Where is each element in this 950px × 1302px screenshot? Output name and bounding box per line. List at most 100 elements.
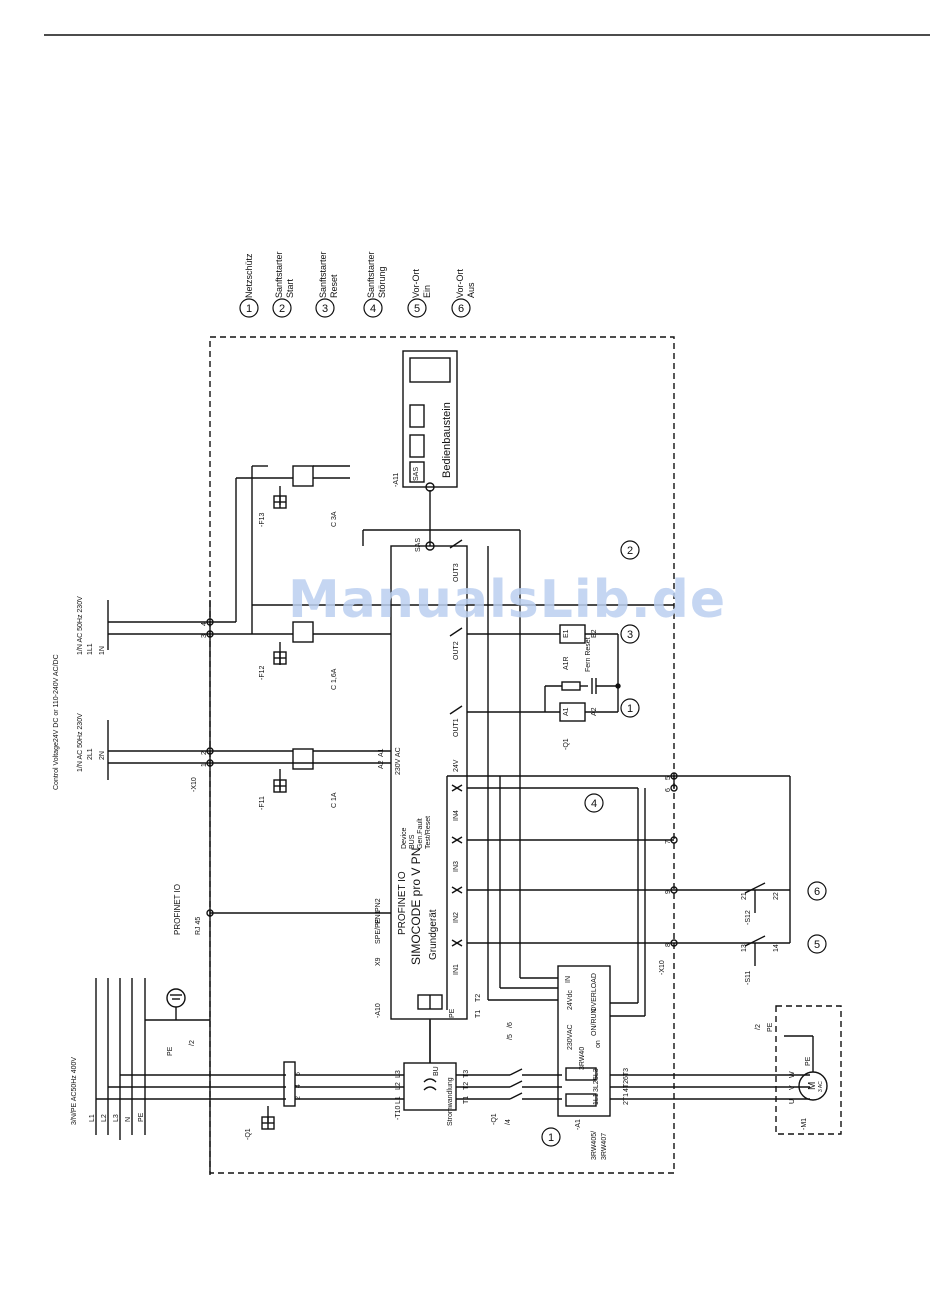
- q1-power-label: -Q1: [491, 1113, 498, 1125]
- phase-label: L3: [113, 1114, 120, 1122]
- x10b-label: -X10: [659, 960, 666, 975]
- out-label: OUT2: [453, 641, 460, 660]
- a1-label: A1: [378, 748, 385, 757]
- legend-text: Störung: [377, 266, 387, 298]
- softstarter-type: 3RW405/: [591, 1131, 598, 1160]
- s12-label: -S12: [745, 910, 752, 925]
- a10-label: -A10: [375, 1003, 382, 1018]
- marker-circle-2: [620, 540, 640, 560]
- marker-num: 3: [627, 629, 633, 641]
- phase-label: N: [125, 1117, 132, 1122]
- input-diode-group: [451, 784, 463, 947]
- phase-label: L2: [101, 1114, 108, 1122]
- device-line3: Grundgerät: [428, 909, 439, 960]
- legend-text: Ein: [422, 285, 432, 298]
- device-line1: PROFINET IO: [397, 871, 408, 935]
- legend-text: Sanftstarter: [366, 251, 376, 298]
- softstarter-overload: OVERLOAD: [591, 973, 598, 1012]
- in-label: IN4: [453, 810, 460, 821]
- t10-t: T1: [463, 1096, 470, 1104]
- operator-panel: [402, 350, 458, 488]
- pe-label: PE: [167, 1046, 174, 1056]
- softstarter-24v: 24Vdc: [567, 990, 574, 1010]
- feed-term: 4: [201, 622, 208, 626]
- marker-num: 1: [548, 1132, 554, 1144]
- legend-text: Vor-Ort: [411, 268, 421, 298]
- legend-circle-5: [407, 298, 427, 318]
- rj45-label: RJ 45: [195, 917, 202, 935]
- s11-label: -S11: [745, 971, 752, 985]
- fern-reset-label: Fern Reset: [585, 637, 592, 672]
- device-line2: SIMOCODE pro V PN: [409, 848, 423, 965]
- q1-label: -Q1: [563, 738, 570, 750]
- led-label: Gen.Fault: [417, 818, 424, 849]
- legend-text: Sanftstarter: [274, 251, 284, 298]
- legend-num: 6: [458, 303, 464, 315]
- t1-term: T1: [475, 1010, 482, 1018]
- device-supply-label: 230V AC: [395, 747, 402, 775]
- legend-num: 3: [322, 303, 328, 315]
- watermark: ManualsLib.de: [288, 570, 727, 630]
- pe-term: PE: [449, 1008, 456, 1018]
- right-term: 9: [665, 890, 672, 894]
- led-label: Device: [401, 827, 408, 849]
- phase-label: L1: [89, 1114, 96, 1122]
- v24-label: 24V: [453, 759, 460, 772]
- motor-pe: PE: [805, 1056, 812, 1066]
- panel-sas: SAS: [413, 467, 420, 481]
- simocode-device: [390, 545, 468, 1020]
- t10-label: -T10: [395, 1106, 402, 1121]
- marker-circle-3: [620, 624, 640, 644]
- legend-circle-3: [315, 298, 335, 318]
- right-term: 7: [665, 840, 672, 844]
- motor-label: -M1: [801, 1118, 808, 1130]
- feed2-n: 1N: [99, 646, 106, 655]
- feed2-label: 1/N AC 50Hz 230V: [77, 596, 84, 655]
- out-label: OUT1: [453, 718, 460, 737]
- s12-term: 22: [773, 892, 780, 900]
- a1-softstarter-label: -A1: [575, 1119, 582, 1130]
- in-label: IN2: [453, 912, 460, 923]
- spe-label: SPE/PE: [375, 918, 382, 944]
- softstarter-in: IN: [565, 976, 572, 983]
- a2-label: A2: [378, 760, 385, 769]
- motor-ac: 3 AC: [818, 1081, 824, 1092]
- feed1-label: 1/N AC 50Hz 230V: [77, 713, 84, 772]
- f12-rating: C 1,6A: [331, 668, 338, 690]
- coil-a2: A2: [591, 707, 598, 716]
- q1-ref: /5: [507, 1034, 514, 1040]
- marker-circle-5: [807, 934, 827, 954]
- x9-label: X9: [375, 957, 382, 966]
- softstarter-term: 1L1: [593, 1093, 600, 1105]
- s11-term: 14: [773, 944, 780, 952]
- marker-num: 6: [814, 886, 820, 898]
- softstarter-term: 3L2: [593, 1080, 600, 1092]
- pn2-label: PN2: [375, 898, 382, 912]
- legend-num: 2: [279, 303, 285, 315]
- legend-num: 1: [246, 303, 252, 315]
- f13-label: -F13: [259, 513, 266, 528]
- softstarter-term: 2T1: [623, 1093, 630, 1105]
- motor-ref: /2: [755, 1024, 762, 1030]
- legend-text: Reset: [329, 274, 339, 298]
- legend-circle-6: [451, 298, 471, 318]
- main-supply-label: 3/N/PE AC50Hz 400V: [71, 1057, 78, 1125]
- t10-bu: BU: [433, 1066, 440, 1076]
- feed1-n: 2N: [99, 751, 106, 760]
- f12-label: -F12: [259, 666, 266, 681]
- marker-circle-1: [620, 698, 640, 718]
- legend-circle-2: [272, 298, 292, 318]
- q1-ref: /6: [507, 1022, 514, 1028]
- control-voltage-label: Control Voltage24V DC or 110-240V AC/DC: [53, 654, 60, 790]
- motor-m: M: [807, 1082, 818, 1090]
- qmain-label: -Q1: [245, 1128, 252, 1140]
- qmain-term: 6: [295, 1072, 302, 1076]
- pe-ref: /2: [189, 1040, 196, 1046]
- in-label: IN3: [453, 861, 460, 872]
- right-term: 6: [665, 788, 672, 792]
- softstarter-type: 3RW407: [601, 1133, 608, 1160]
- t10-t: T2: [463, 1082, 470, 1090]
- motor-u: U: [789, 1099, 796, 1104]
- feed-term: 3: [201, 634, 208, 638]
- t10-l: L3: [395, 1070, 402, 1078]
